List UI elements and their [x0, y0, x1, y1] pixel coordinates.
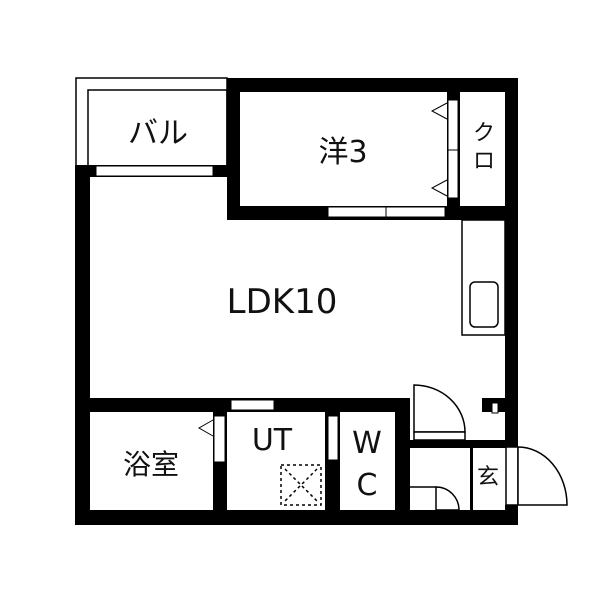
room-label-western: 洋3	[318, 135, 367, 170]
room-label-closet-1: ク	[473, 121, 495, 146]
room-label-closet-2: ロ	[473, 149, 495, 174]
room-label-ldk: LDK10	[227, 282, 338, 322]
room-label-balcony: バル	[128, 116, 188, 151]
room-label-wc-c: C	[357, 468, 378, 503]
room-label-bathroom: 浴室	[123, 448, 179, 481]
room-label-entrance: 玄	[477, 465, 499, 490]
closet-doors	[197, 99, 459, 463]
kitchen-counter	[461, 219, 506, 336]
windows	[95, 165, 499, 414]
room-label-utility: UT	[252, 423, 293, 458]
room-label-wc-w: W	[352, 426, 382, 461]
sink-icon	[469, 281, 499, 328]
doors	[410, 384, 568, 511]
floor-drain-icon	[280, 464, 322, 506]
